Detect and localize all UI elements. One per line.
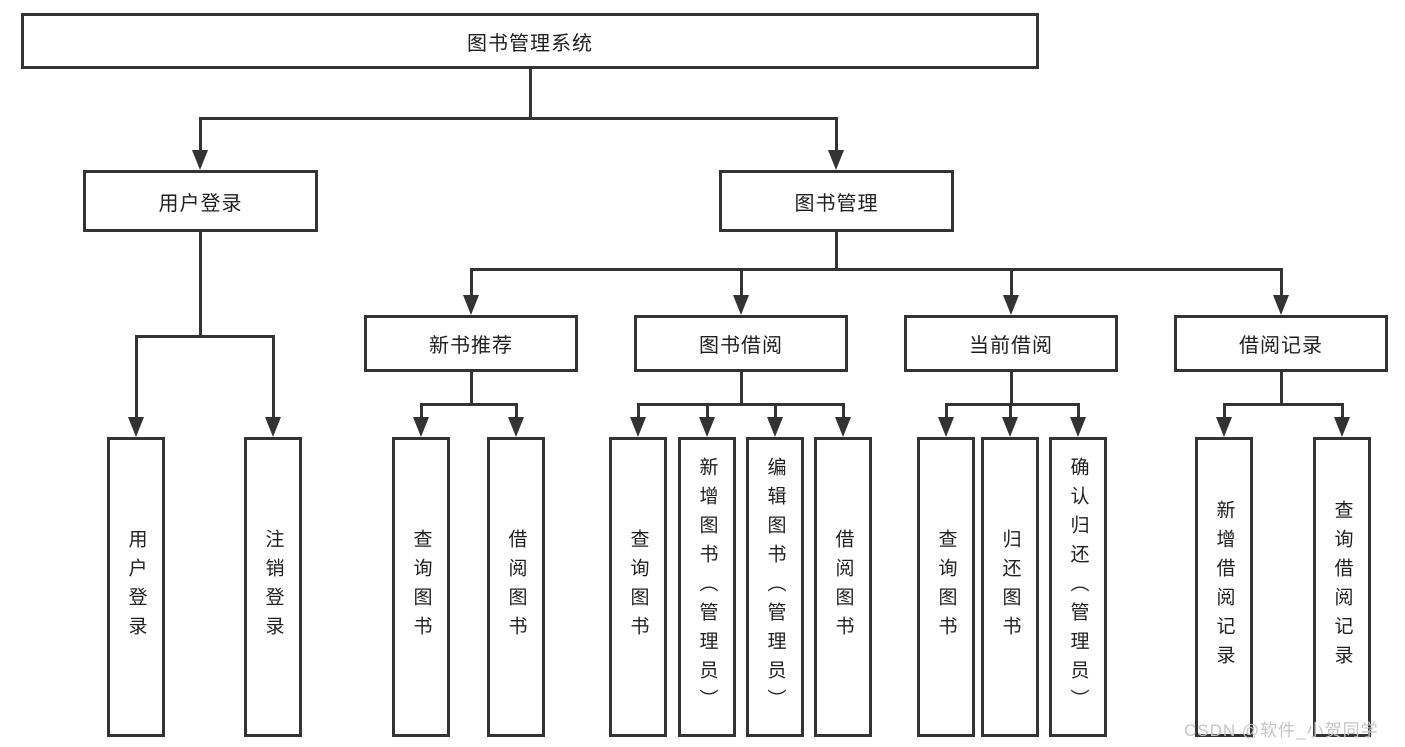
connector-line xyxy=(529,69,532,118)
node-current-borrowing: 当前借阅 xyxy=(904,315,1118,372)
node-leaf-user-login: 用户登录 xyxy=(107,437,165,737)
node-label: 编辑图书（管理员） xyxy=(764,456,786,718)
connector-line xyxy=(515,403,518,427)
node-leaf-borrow-books: 借阅图书 xyxy=(814,437,872,737)
connector-line xyxy=(1223,403,1344,406)
connector-line xyxy=(135,335,275,338)
connector-line xyxy=(835,117,838,160)
node-label: 查询图书 xyxy=(410,529,432,645)
node-leaf-logout: 注销登录 xyxy=(244,437,302,737)
arrow-head xyxy=(828,150,844,170)
node-leaf-borrow-books-recommend: 借阅图书 xyxy=(487,437,545,737)
arrow-head xyxy=(192,150,208,170)
connector-line xyxy=(470,268,473,305)
arrow-head xyxy=(508,417,524,437)
connector-line xyxy=(1223,403,1226,427)
connector-line xyxy=(272,335,275,427)
connector-line xyxy=(637,403,640,427)
node-leaf-edit-books-admin: 编辑图书（管理员） xyxy=(746,437,804,737)
node-label: 当前借阅 xyxy=(969,335,1053,357)
connector-line xyxy=(135,335,138,427)
node-label: 注销登录 xyxy=(262,529,284,645)
node-book-borrowing: 图书借阅 xyxy=(634,315,848,372)
arrow-head xyxy=(1003,295,1019,315)
connector-line xyxy=(199,232,202,337)
node-label: 借阅图书 xyxy=(832,529,854,645)
connector-line xyxy=(470,372,473,406)
node-label: 新增图书（管理员） xyxy=(696,456,718,718)
arrow-head xyxy=(1216,417,1232,437)
arrow-head xyxy=(699,417,715,437)
csdn-watermark: CSDN @软件_小贺同学 xyxy=(1184,721,1379,740)
node-leaf-add-books-admin: 新增图书（管理员） xyxy=(678,437,736,737)
node-borrowing-records: 借阅记录 xyxy=(1174,315,1388,372)
arrow-head xyxy=(1002,417,1018,437)
node-label: 借阅记录 xyxy=(1239,335,1323,357)
connector-line xyxy=(945,403,948,427)
node-leaf-confirm-return-admin: 确认归还（管理员） xyxy=(1049,437,1107,737)
connector-line xyxy=(1280,372,1283,406)
node-user-login: 用户登录 xyxy=(83,170,318,232)
node-label: 图书管理 xyxy=(794,192,879,215)
node-label: 图书借阅 xyxy=(699,335,783,357)
node-leaf-query-books-recommend: 查询图书 xyxy=(392,437,450,737)
node-leaf-return-books: 归还图书 xyxy=(981,437,1039,737)
node-label: 新增借阅记录 xyxy=(1213,500,1235,674)
connector-line xyxy=(420,403,423,427)
arrow-head xyxy=(767,417,783,437)
node-label: 确认归还（管理员） xyxy=(1067,456,1089,718)
connector-line xyxy=(1010,372,1013,406)
connector-line xyxy=(1341,403,1344,427)
connector-line xyxy=(835,232,838,270)
arrow-head xyxy=(1334,417,1350,437)
node-new-book-recommend: 新书推荐 xyxy=(364,315,578,372)
connector-line xyxy=(842,403,845,427)
node-label: 查询借阅记录 xyxy=(1331,500,1353,674)
node-label: 查询图书 xyxy=(935,529,957,645)
connector-line xyxy=(945,403,1080,406)
arrow-head xyxy=(630,417,646,437)
arrow-head xyxy=(128,417,144,437)
connector-line xyxy=(420,403,518,406)
connector-line xyxy=(470,268,1283,271)
connector-line xyxy=(1077,403,1080,427)
connector-line xyxy=(199,117,202,160)
node-label: 用户登录 xyxy=(158,192,243,215)
node-label: 归还图书 xyxy=(999,529,1021,645)
arrow-head xyxy=(265,417,281,437)
node-label: 图书管理系统 xyxy=(467,32,593,55)
connector-line xyxy=(706,403,709,427)
arrow-head xyxy=(413,417,429,437)
arrow-head xyxy=(938,417,954,437)
connector-line xyxy=(1010,268,1013,305)
node-label: 借阅图书 xyxy=(505,529,527,645)
connector-line xyxy=(1009,403,1012,427)
node-book-management: 图书管理 xyxy=(719,170,954,232)
connector-line xyxy=(637,403,845,406)
node-leaf-query-books-borrow: 查询图书 xyxy=(609,437,667,737)
node-leaf-query-borrow-record: 查询借阅记录 xyxy=(1313,437,1371,737)
node-library-management-system: 图书管理系统 xyxy=(21,13,1039,69)
connector-line xyxy=(1280,268,1283,305)
node-label: 新书推荐 xyxy=(429,335,513,357)
connector-line xyxy=(199,117,838,120)
node-leaf-query-books-current: 查询图书 xyxy=(917,437,975,737)
node-label: 用户登录 xyxy=(125,529,147,645)
connector-line xyxy=(740,268,743,305)
node-leaf-add-borrow-record: 新增借阅记录 xyxy=(1195,437,1253,737)
connector-line xyxy=(740,372,743,406)
node-label: 查询图书 xyxy=(627,529,649,645)
arrow-head xyxy=(733,295,749,315)
arrow-head xyxy=(1273,295,1289,315)
arrow-head xyxy=(1070,417,1086,437)
arrow-head xyxy=(463,295,479,315)
arrow-head xyxy=(835,417,851,437)
connector-line xyxy=(774,403,777,427)
